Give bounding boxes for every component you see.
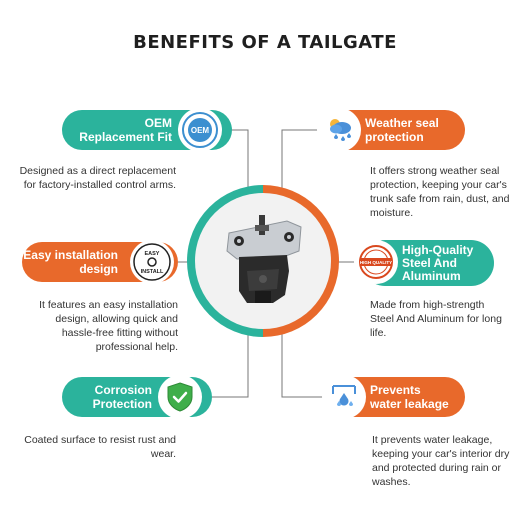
oem-badge-icon: OEM <box>178 108 222 152</box>
water-drop-icon <box>322 375 366 419</box>
svg-text:OEM: OEM <box>191 126 210 135</box>
connector-water <box>281 330 330 398</box>
tailgate-latch-image <box>226 215 302 303</box>
high-quality-stamp-icon: HIGH QUALITY <box>354 240 398 284</box>
benefit-easy-description: It features an easy installation design,… <box>39 299 178 353</box>
easy-install-icon: EASY INSTALL <box>130 240 174 284</box>
benefit-oem-description: Designed as a direct replacement for fac… <box>19 165 176 191</box>
benefit-water-description: It prevents water leakage, keeping your … <box>372 434 510 488</box>
svg-text:EASY: EASY <box>145 251 160 257</box>
benefit-quality-description: Made from high-strength Steel And Alumin… <box>370 299 502 339</box>
weather-icon <box>317 108 361 152</box>
shield-check-icon <box>158 375 202 419</box>
benefit-corrosion-description: Coated surface to resist rust and wear. <box>24 434 176 460</box>
svg-text:HIGH QUALITY: HIGH QUALITY <box>360 260 392 265</box>
product-image-background <box>195 193 331 329</box>
product-ring <box>187 185 339 337</box>
svg-text:INSTALL: INSTALL <box>141 269 164 275</box>
page-title: BENEFITS OF A TAILGATE <box>133 32 397 53</box>
benefit-weather-description: It offers strong weather seal protection… <box>370 165 510 219</box>
